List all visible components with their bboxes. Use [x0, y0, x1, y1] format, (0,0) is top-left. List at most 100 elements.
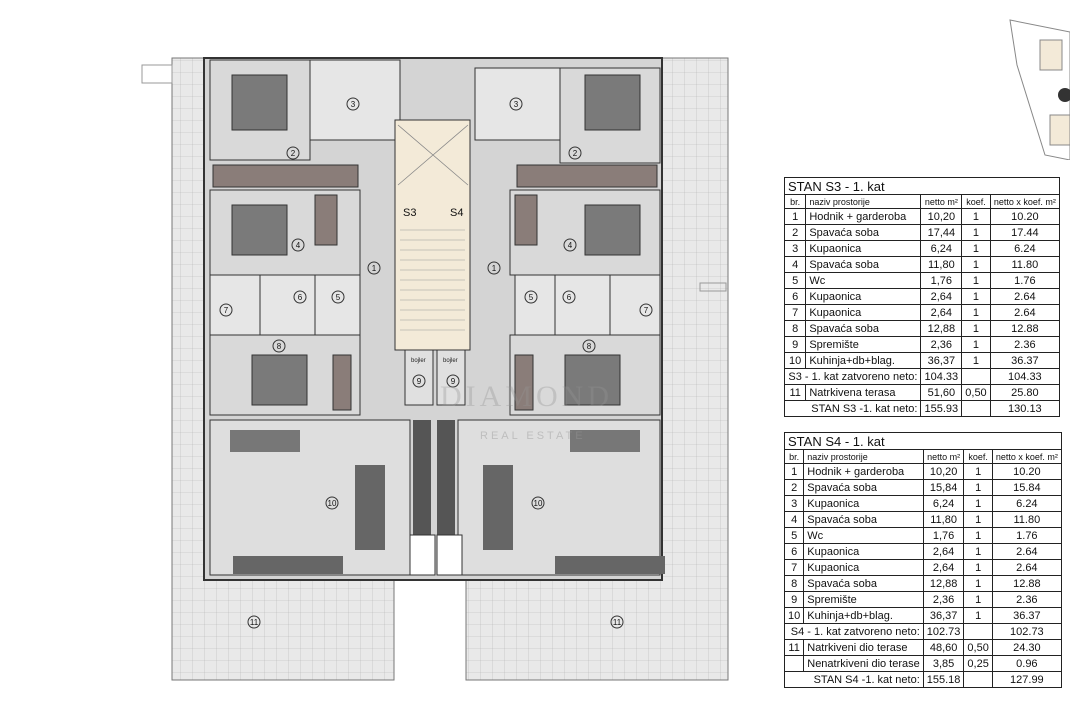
table-cell: Nenatrkiveni dio terase	[803, 655, 924, 672]
table-cell: 9	[783, 591, 805, 608]
col-header: koef.	[961, 194, 991, 209]
table-title: STAN S3 - 1. kat	[784, 177, 1060, 195]
table-cell: Wc	[805, 272, 922, 289]
table-cell: 3,85	[922, 655, 965, 672]
table-cell: Spavaća soba	[803, 479, 924, 496]
table-cell: 0,50	[963, 639, 993, 656]
table-cell: 2,64	[920, 304, 963, 321]
table-cell: 1,76	[920, 272, 963, 289]
table-cell: 2,36	[922, 591, 965, 608]
table-cell: 1	[963, 527, 993, 544]
svg-text:1: 1	[372, 264, 377, 273]
svg-text:3: 3	[351, 100, 356, 109]
svg-text:5: 5	[336, 293, 341, 302]
table-cell: 48,60	[922, 639, 965, 656]
table-cell: 1	[961, 288, 991, 305]
table-cell: 36.37	[991, 607, 1062, 624]
table-cell: 1	[961, 208, 991, 225]
table-cell: Kupaonica	[803, 495, 924, 512]
table-cell: Kupaonica	[803, 559, 924, 576]
table-cell: 3	[783, 240, 807, 257]
table-cell: Kuhinja+db+blag.	[803, 607, 924, 624]
table-cell: Spavaća soba	[805, 320, 922, 337]
svg-text:11: 11	[250, 618, 259, 627]
s4-label: S4	[450, 207, 463, 219]
site-plan-thumbnail	[1009, 19, 1070, 160]
table-cell: 3	[783, 495, 805, 512]
svg-text:8: 8	[277, 342, 282, 351]
table-cell: 1	[963, 543, 993, 560]
table-cell: Kupaonica	[805, 304, 922, 321]
table-cell: Spremište	[805, 336, 922, 353]
col-header: naziv prostorije	[805, 194, 922, 209]
boiler-label-right: bojler	[443, 358, 458, 364]
table-cell: 0,25	[963, 655, 993, 672]
table-cell: 1	[961, 336, 991, 353]
table-cell: 8	[783, 575, 805, 592]
table-cell: 6,24	[920, 240, 963, 257]
table-cell: 51,60	[920, 384, 963, 401]
svg-text:11: 11	[613, 618, 622, 627]
svg-text:6: 6	[298, 293, 303, 302]
table-cell: 25.80	[989, 384, 1061, 401]
table-cell: 1	[963, 495, 993, 512]
table-row: STAN S4 -1. kat neto: 155.18 127.99	[784, 671, 1062, 688]
table-cell: 1,76	[922, 527, 965, 544]
col-header: netto x koef. m²	[991, 449, 1062, 464]
table-cell: Kupaonica	[805, 240, 922, 257]
table-cell: 11,80	[922, 511, 965, 528]
table-cell: 12.88	[989, 320, 1061, 337]
table-cell: Hodnik + garderoba	[803, 463, 924, 480]
table-cell: 15.84	[991, 479, 1062, 496]
watermark-sub: REAL ESTATE	[480, 430, 586, 442]
table-cell: 11,80	[920, 256, 963, 273]
table-cell: 11.80	[991, 511, 1062, 528]
table-cell: 6.24	[989, 240, 1061, 257]
table-cell: 11	[783, 639, 805, 656]
table-cell: 6	[783, 288, 807, 305]
table-cell: 1	[963, 559, 993, 576]
table-cell: 6.24	[991, 495, 1062, 512]
table-cell: 10	[783, 352, 807, 369]
table-row: S3 - 1. kat zatvoreno neto: 104.33 104.3…	[783, 368, 1061, 385]
table-cell: 1	[963, 511, 993, 528]
col-header: naziv prostorije	[803, 449, 924, 464]
table-cell: 5	[783, 527, 805, 544]
table-cell: 2	[783, 479, 805, 496]
table-cell: Spavaća soba	[805, 256, 922, 273]
table-cell: 2,36	[920, 336, 963, 353]
table-cell: 0,50	[961, 384, 991, 401]
svg-text:2: 2	[291, 149, 296, 158]
svg-text:4: 4	[568, 241, 573, 250]
table-cell: 1	[963, 463, 993, 480]
room-number-badges: 2 3 4 1 5 6 7 8 9 9 10 11 2 3 4 1 5 6 7 …	[219, 97, 653, 629]
table-cell: 15,84	[922, 479, 965, 496]
table-cell: 1.76	[991, 527, 1062, 544]
table-cell: 1	[961, 240, 991, 257]
svg-text:10: 10	[328, 499, 337, 508]
table-cell: 9	[783, 336, 807, 353]
floor-plan: S3 S4 bojler bojler 2 3 4 1 5 6 7 8 9 9 …	[141, 57, 729, 681]
table-cell: Hodnik + garderoba	[805, 208, 922, 225]
table-cell: 12,88	[922, 575, 965, 592]
table-cell: Natrkivena terasa	[805, 384, 922, 401]
svg-text:7: 7	[644, 306, 649, 315]
table-cell: 2,64	[920, 288, 963, 305]
svg-text:4: 4	[296, 241, 301, 250]
stan-s4-table: STAN S4 - 1. kat br. naziv prostorije ne…	[783, 432, 1062, 688]
table-cell: 11.80	[989, 256, 1061, 273]
table-cell: Kupaonica	[803, 543, 924, 560]
s3-label: S3	[403, 207, 416, 219]
